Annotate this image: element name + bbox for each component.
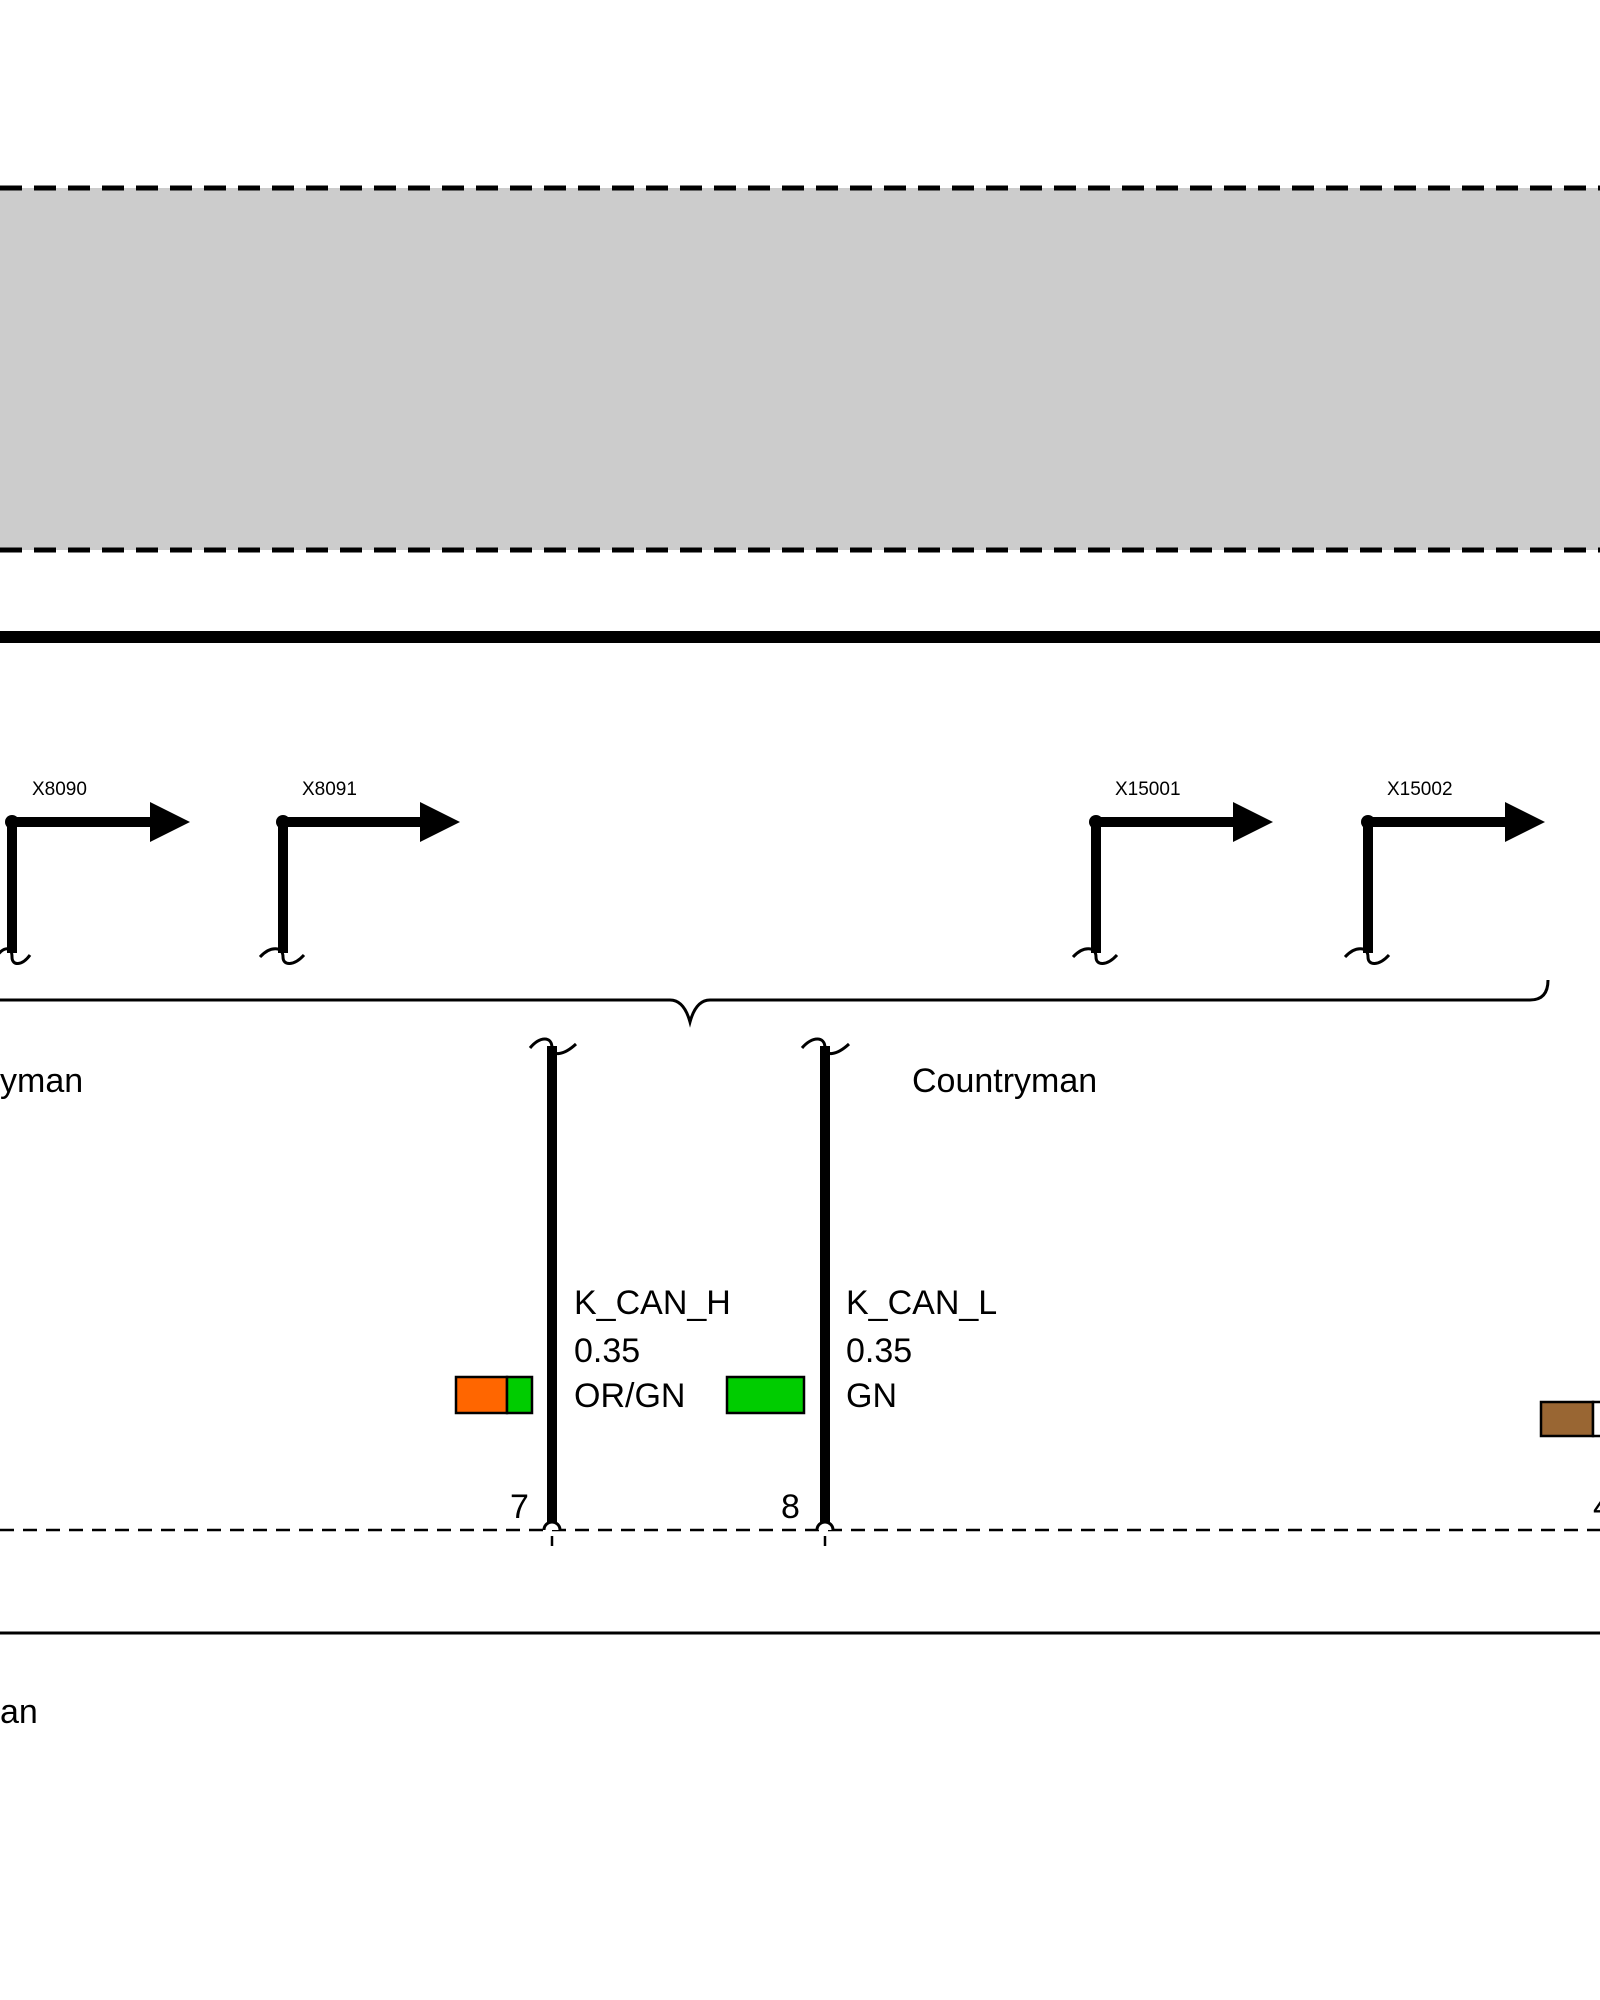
wire-break-icon: [1071, 947, 1119, 965]
wire-gauge-label: 0.35: [574, 1332, 640, 1370]
connector-label: X8091: [302, 779, 357, 800]
variant-label-bottom: an: [0, 1693, 38, 1731]
wire-k-can-l[interactable]: K_CAN_L 0.35 GN 8: [725, 1037, 997, 1526]
variant-label-left: yman: [0, 1062, 83, 1100]
group-brace: [0, 979, 1550, 1028]
pin-label: 7: [510, 1488, 529, 1526]
connector-label: X15002: [1387, 779, 1453, 800]
pin-contact-8: [815, 1520, 835, 1546]
wire-color-swatch-primary: [454, 1375, 509, 1415]
connector-label: X8090: [32, 779, 87, 800]
connector-x8090[interactable]: X8090: [0, 779, 190, 965]
arrow-right-icon: [1505, 802, 1545, 842]
wire-signal-label: K_CAN_H: [574, 1284, 731, 1322]
wire-break-icon: [1343, 947, 1391, 965]
wire-right-edge-partial: 4: [1539, 1400, 1600, 1526]
wire-break-icon: [0, 947, 32, 965]
arrow-right-icon: [1233, 802, 1273, 842]
wire-break-icon: [258, 947, 306, 965]
pin-contact-7: [542, 1520, 562, 1546]
wire-k-can-h[interactable]: K_CAN_H 0.35 OR/GN 7: [454, 1037, 731, 1526]
connector-x8091[interactable]: X8091: [258, 779, 460, 965]
pin-label: 4: [1593, 1488, 1600, 1526]
pin-label: 8: [781, 1488, 800, 1526]
wire-color-label: OR/GN: [574, 1377, 685, 1415]
variant-label-right: Countryman: [912, 1062, 1097, 1100]
wire-color-swatch-primary: [725, 1375, 806, 1415]
arrow-right-icon: [150, 802, 190, 842]
connector-x15002[interactable]: X15002: [1343, 779, 1545, 965]
arrow-right-icon: [420, 802, 460, 842]
wire-color-swatch-stripe: [505, 1375, 534, 1415]
wire-color-label: GN: [846, 1377, 897, 1415]
wire-signal-label: K_CAN_L: [846, 1284, 997, 1322]
wire-gauge-label: 0.35: [846, 1332, 912, 1370]
connector-label: X15001: [1115, 779, 1181, 800]
wire-color-swatch-stripe: [1591, 1400, 1600, 1438]
component-block: [0, 188, 1600, 550]
wire-color-swatch-primary: [1539, 1400, 1595, 1438]
connector-x15001[interactable]: X15001: [1071, 779, 1273, 965]
